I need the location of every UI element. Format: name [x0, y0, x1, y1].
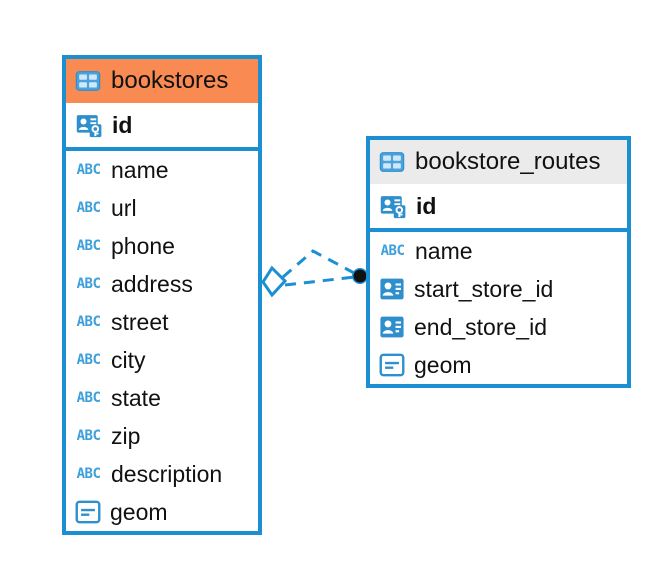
primary-key-icon: [75, 111, 103, 139]
field-list-bookstore-routes: ABC name start_store_id: [370, 232, 627, 384]
abc-text-icon: ABC: [75, 162, 102, 178]
abc-glyph: ABC: [76, 238, 101, 254]
field-row[interactable]: ABC name: [370, 232, 627, 270]
field-row[interactable]: ABC description: [66, 455, 258, 493]
field-row[interactable]: id: [370, 184, 627, 228]
field-row[interactable]: ABC zip: [66, 417, 258, 455]
field-row[interactable]: start_store_id: [370, 270, 627, 308]
abc-text-icon: ABC: [75, 314, 102, 330]
abc-text-icon: ABC: [75, 276, 102, 292]
abc-glyph: ABC: [76, 428, 101, 444]
entity-table-bookstore-routes[interactable]: bookstore_routes id: [366, 136, 631, 388]
field-row[interactable]: ABC url: [66, 189, 258, 227]
field-name: name: [415, 237, 473, 264]
field-list-bookstores: ABC name ABC url ABC phone AB: [66, 151, 258, 531]
relationship-line-straight: [284, 275, 356, 287]
primary-key-icon: [379, 192, 407, 220]
abc-glyph: ABC: [380, 243, 405, 259]
field-row[interactable]: end_store_id: [370, 308, 627, 346]
field-name: id: [112, 111, 133, 138]
entity-table-bookstores[interactable]: bookstores id: [62, 55, 262, 535]
field-row[interactable]: geom: [66, 493, 258, 531]
table-icon: [378, 148, 406, 176]
entity-header-bookstore-routes[interactable]: bookstore_routes: [370, 140, 627, 184]
abc-glyph: ABC: [76, 466, 101, 482]
field-row[interactable]: ABC phone: [66, 227, 258, 265]
abc-text-icon: ABC: [75, 390, 102, 406]
entity-title: bookstores: [111, 67, 229, 94]
field-name: name: [111, 156, 169, 183]
field-name: geom: [110, 498, 168, 525]
field-name: description: [111, 460, 223, 487]
abc-text-icon: ABC: [75, 200, 102, 216]
field-row[interactable]: ABC city: [66, 341, 258, 379]
field-name: zip: [111, 422, 141, 449]
field-name: city: [111, 346, 146, 373]
field-name: url: [111, 194, 137, 221]
field-row[interactable]: ABC state: [66, 379, 258, 417]
abc-glyph: ABC: [76, 352, 101, 368]
abc-glyph: ABC: [76, 276, 101, 292]
abc-glyph: ABC: [76, 162, 101, 178]
field-name: phone: [111, 232, 175, 259]
field-name: id: [416, 192, 437, 219]
primary-key-separator: [370, 228, 627, 232]
geometry-icon: [379, 353, 405, 377]
abc-glyph: ABC: [76, 200, 101, 216]
abc-glyph: ABC: [76, 314, 101, 330]
relationship-diamond-marker: [261, 265, 288, 298]
abc-text-icon: ABC: [75, 238, 102, 254]
table-icon: [74, 67, 102, 95]
field-name: state: [111, 384, 161, 411]
abc-text-icon: ABC: [75, 466, 102, 482]
geometry-icon: [75, 500, 101, 524]
abc-text-icon: ABC: [75, 428, 102, 444]
field-name: address: [111, 270, 193, 297]
field-row[interactable]: ABC street: [66, 303, 258, 341]
relationship-line-arc: [282, 249, 357, 279]
abc-text-icon: ABC: [75, 352, 102, 368]
abc-text-icon: ABC: [379, 243, 406, 259]
field-name: start_store_id: [414, 275, 554, 302]
field-row[interactable]: geom: [370, 346, 627, 384]
entity-title: bookstore_routes: [415, 148, 601, 175]
field-name: end_store_id: [414, 313, 547, 340]
field-row[interactable]: id: [66, 103, 258, 147]
entity-header-bookstores[interactable]: bookstores: [66, 59, 258, 103]
field-row[interactable]: ABC address: [66, 265, 258, 303]
field-name: geom: [414, 351, 472, 378]
foreign-key-icon: [379, 276, 405, 302]
foreign-key-icon: [379, 314, 405, 340]
field-name: street: [111, 308, 169, 335]
abc-glyph: ABC: [76, 390, 101, 406]
primary-key-separator: [66, 147, 258, 151]
field-row[interactable]: ABC name: [66, 151, 258, 189]
